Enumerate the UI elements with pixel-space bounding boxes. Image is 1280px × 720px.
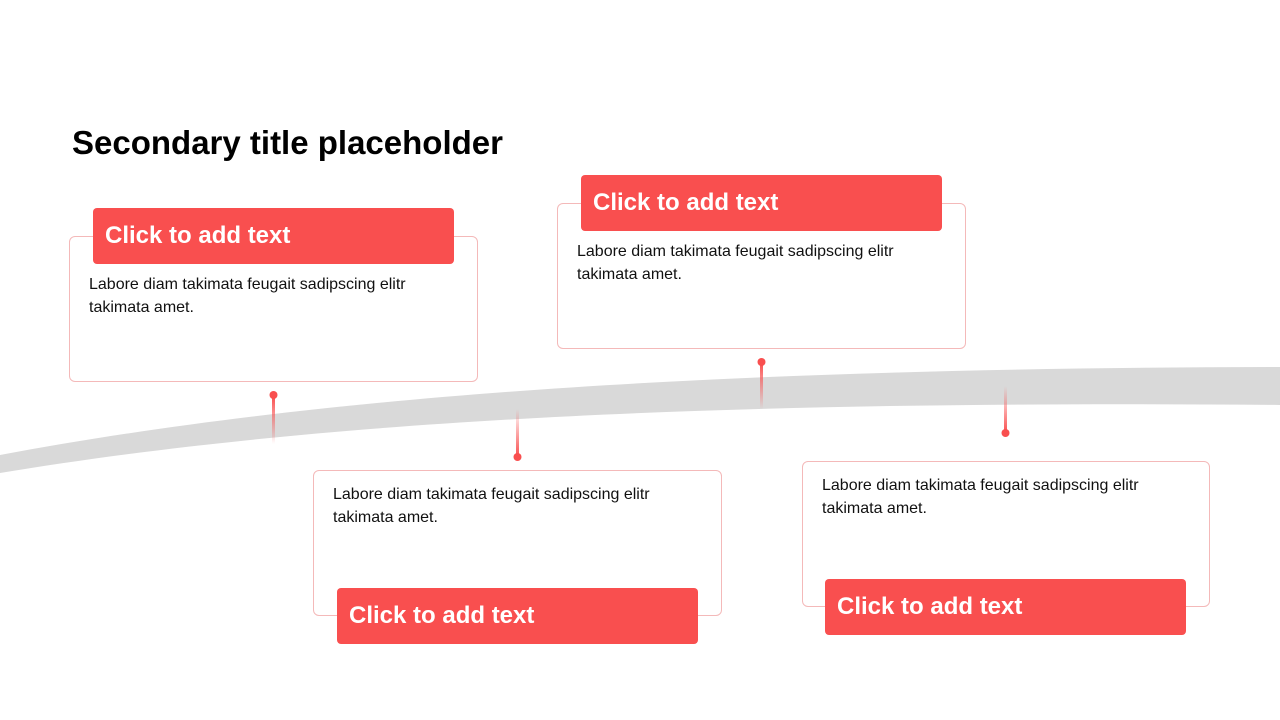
connector-3-dot [757,358,766,366]
step-1-text[interactable]: Labore diam takimata feugait sadipscing … [89,276,406,316]
step-4-text[interactable]: Labore diam takimata feugait sadipscing … [822,477,1139,517]
step-2-label[interactable]: Click to add text [337,588,698,644]
step-3-label[interactable]: Click to add text [581,175,942,231]
step-3-text[interactable]: Labore diam takimata feugait sadipscing … [577,243,894,283]
connector-2-dot [513,453,522,461]
connector-1-stem [272,396,275,444]
connector-2 [513,409,522,461]
connector-4-stem [1004,386,1007,433]
timeline-band [0,367,1280,473]
connector-4-dot [1001,429,1010,437]
slide-title[interactable]: Secondary title placeholder [72,124,503,161]
step-1-label[interactable]: Click to add text [93,208,454,264]
connector-3-stem [760,363,763,409]
connector-1 [269,391,278,444]
connector-3 [757,358,766,409]
step-2-text[interactable]: Labore diam takimata feugait sadipscing … [333,486,650,526]
connector-2-stem [516,409,519,457]
connector-4 [1001,386,1010,437]
step-4-label[interactable]: Click to add text [825,579,1186,635]
connector-1-dot [269,391,278,399]
